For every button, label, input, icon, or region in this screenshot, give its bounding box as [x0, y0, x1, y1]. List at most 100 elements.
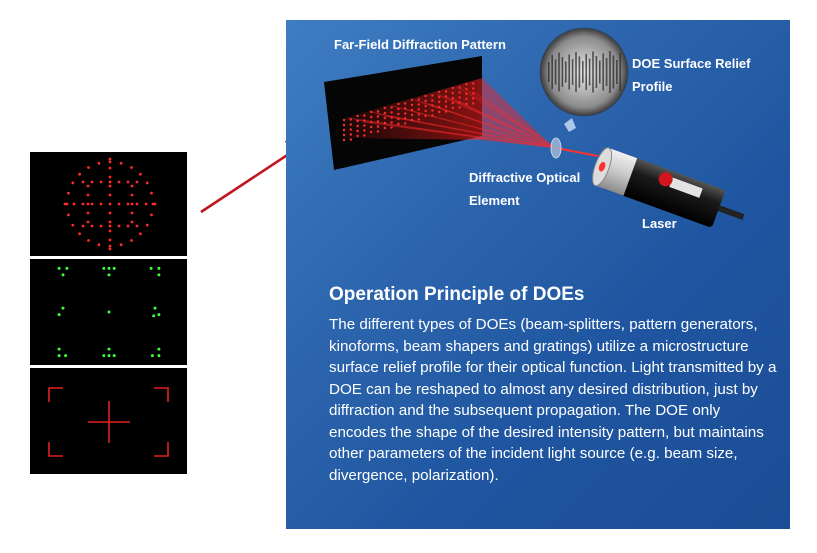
pattern-dot — [153, 306, 157, 310]
dot-array-pattern — [57, 266, 161, 358]
pattern-dot — [65, 266, 69, 270]
relief-pillar — [595, 56, 598, 88]
pattern-dot — [72, 202, 76, 206]
pattern-dot — [150, 191, 153, 195]
relief-pillar — [619, 53, 621, 91]
pattern-crosshair-thumbnail — [30, 368, 187, 474]
pattern-dot — [107, 347, 111, 351]
pattern-dot — [108, 211, 112, 215]
pattern-dot — [108, 229, 112, 233]
pattern-dot — [108, 247, 112, 251]
crosshair-frame-pattern — [48, 387, 169, 457]
pattern-dot — [108, 220, 112, 224]
pattern-dot — [108, 175, 112, 179]
relief-pillar — [561, 57, 564, 87]
pattern-dot — [108, 184, 112, 188]
relief-pillar — [578, 56, 581, 88]
pattern-dot — [112, 266, 116, 270]
pattern-dot — [149, 266, 153, 270]
pattern-dot — [97, 243, 101, 247]
pattern-dot — [139, 232, 142, 236]
pattern-dot — [97, 161, 101, 165]
diffractive-optical-element-label: Diffractive Optical Element — [469, 170, 581, 208]
pattern-dot — [67, 213, 70, 217]
pattern-dot — [117, 180, 121, 184]
beam-ray — [451, 97, 557, 149]
pattern-dot — [130, 166, 133, 169]
pattern-dot — [65, 202, 69, 206]
pattern-dot — [71, 181, 75, 185]
pattern-dot — [130, 202, 134, 206]
pattern-dot — [78, 172, 81, 176]
pattern-dot — [157, 273, 161, 277]
pattern-dot — [57, 313, 61, 317]
pattern-dot — [108, 157, 112, 161]
diffractive-optical-element-disc — [550, 137, 562, 159]
pattern-dot — [81, 180, 85, 184]
pattern-dot — [90, 202, 94, 206]
pattern-dot — [150, 213, 153, 217]
pattern-dot — [112, 354, 116, 358]
pattern-dot — [108, 244, 112, 248]
pattern-dot — [108, 160, 112, 164]
pattern-dot — [135, 180, 139, 184]
pattern-dot — [153, 202, 157, 206]
pattern-dot — [108, 238, 112, 242]
pattern-dot — [57, 347, 61, 351]
pattern-dot — [135, 224, 139, 228]
far-field-pattern-label: Far-Field Diffraction Pattern — [334, 37, 506, 52]
pattern-dot — [139, 172, 142, 176]
diffracted-beam-cone — [482, 78, 554, 148]
pattern-dot — [81, 224, 85, 228]
relief-pillar — [575, 52, 577, 92]
pattern-dot — [86, 193, 90, 197]
laser-beam — [555, 147, 599, 157]
diffracted-beam-rays — [347, 87, 557, 149]
pattern-dot — [99, 202, 103, 206]
pattern-dot — [108, 202, 112, 206]
pattern-dot — [151, 202, 155, 206]
relief-pillar — [554, 59, 557, 85]
beam-ray — [466, 89, 557, 149]
relief-pillar — [582, 61, 584, 83]
relief-pillar — [588, 58, 591, 86]
doe-setup-illustration — [324, 27, 745, 227]
pattern-dot — [57, 266, 61, 270]
relief-pillar — [609, 51, 611, 93]
pattern-dot — [108, 224, 112, 228]
relief-pillar — [585, 54, 587, 90]
pattern-dot — [107, 354, 111, 358]
frame-corner-top-right — [154, 387, 169, 402]
doe-surface-relief-label: DOE Surface Relief Profile — [632, 56, 751, 94]
pattern-dot — [87, 166, 90, 169]
pattern-dot — [99, 224, 103, 228]
pattern-dot — [107, 273, 111, 277]
relief-microstructure — [548, 51, 621, 93]
pattern-dot — [126, 202, 130, 206]
relief-pillar — [602, 53, 604, 91]
pattern-dot — [71, 223, 75, 227]
pattern-dot — [117, 202, 121, 206]
beam-ray — [429, 103, 557, 149]
pattern-dot — [63, 202, 67, 206]
pattern-dot — [126, 180, 130, 184]
pattern-dot — [130, 211, 134, 215]
pattern-dot — [152, 314, 156, 318]
pattern-dot — [61, 306, 65, 310]
pattern-dot — [157, 354, 161, 358]
pattern-dot — [90, 224, 94, 228]
frame-corner-bottom-right — [154, 442, 169, 457]
pattern-dot — [119, 161, 123, 165]
pattern-dot — [108, 193, 112, 197]
pattern-dot — [157, 266, 161, 270]
pattern-dot — [108, 166, 112, 170]
pattern-dot — [99, 180, 103, 184]
screen-dot — [349, 138, 352, 141]
relief-pillar — [548, 62, 550, 82]
relief-pillar — [551, 55, 553, 89]
screen-dot — [342, 138, 346, 142]
pattern-dot — [117, 224, 121, 228]
pattern-dot — [145, 223, 149, 227]
doe-principle-panel: Far-Field Diffraction Pattern DOE Surfac… — [286, 20, 790, 529]
pattern-dot — [107, 266, 111, 270]
